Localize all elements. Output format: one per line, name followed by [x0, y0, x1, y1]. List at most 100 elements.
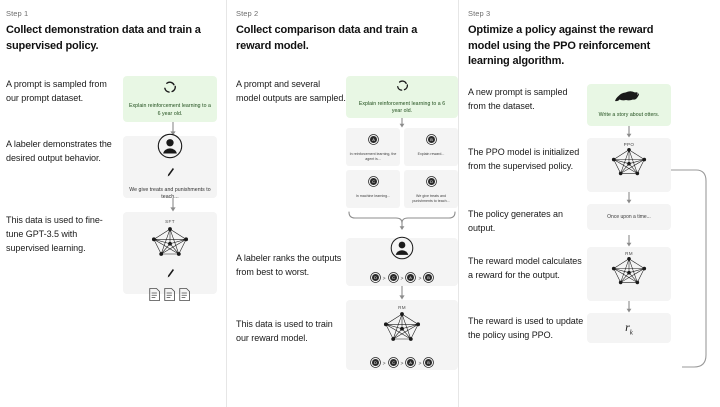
arrow-down: [586, 301, 672, 313]
prompt-card[interactable]: Explain reinforcement learning to a 6 ye…: [123, 76, 217, 123]
step-2-caption-2: A labeler ranks the outputs from best to…: [236, 253, 342, 278]
svg-text:B: B: [430, 138, 433, 142]
output-b-text: Explain reward...: [417, 152, 445, 157]
ranking-row: D > C > A > B: [369, 355, 435, 373]
rank-badge-2: C: [387, 270, 399, 288]
rank-badge-3: A: [405, 355, 417, 373]
step-3-caption-1: A new prompt is sampled from the dataset…: [468, 86, 568, 111]
labeler-card-text: We give treats and punishments to teach.…: [129, 186, 211, 201]
step-3-caption-5: The reward is used to update the policy …: [468, 316, 584, 340]
prompt-card-text: Explain reinforcement learning to a 6 ye…: [129, 103, 211, 117]
person-icon: [157, 133, 183, 164]
recycle-icon: [163, 80, 177, 99]
arrow-down: [586, 125, 672, 138]
step-3-row-5: The reward is used to update the policy …: [468, 313, 720, 344]
ppo-model-card[interactable]: PPO: [587, 137, 671, 192]
step-3-rows: A new prompt is sampled from the dataset…: [468, 83, 720, 344]
prompt-card-text: Explain reinforcement learning to a 6 ye…: [358, 100, 446, 115]
greater-than-sign: >: [418, 276, 422, 283]
column-divider: [226, 0, 227, 407]
pencil-icon: [166, 266, 175, 284]
output-card-b[interactable]: B Explain reward...: [404, 128, 458, 167]
prompt-card[interactable]: Explain reinforcement learning to a 6 ye…: [346, 76, 458, 119]
step-2-art-2: D > C > A > B: [346, 236, 458, 300]
step-1-caption-2: A labeler demonstrates the desired outpu…: [6, 139, 112, 163]
step-2-caption-1: A prompt and several model outputs are s…: [236, 79, 346, 103]
labeler-rank-card[interactable]: D > C > A > B: [346, 236, 458, 288]
step-1-rows: A prompt is sampled from our prompt data…: [6, 76, 226, 302]
step-1-caption-3: This data is used to fine-tune GPT-3.5 w…: [6, 215, 103, 253]
step-2-art-3: RM: [346, 300, 458, 373]
output-c-text: In machine learning...: [355, 194, 391, 199]
step-1-art-3: SFT: [114, 212, 226, 302]
output-card-d[interactable]: D We give treats and punishments to teac…: [404, 170, 458, 209]
labeler-card[interactable]: We give treats and punishments to teach.…: [123, 133, 217, 200]
step-1-label: Step 1: [6, 9, 29, 18]
arrow-down: [586, 191, 672, 204]
rank-badge-1: D: [369, 355, 381, 373]
step-1-art-2: We give treats and punishments to teach.…: [114, 133, 226, 200]
rm-model-card[interactable]: RM: [587, 247, 671, 302]
step-3-art-5: rk: [586, 313, 672, 344]
pencil-icon: [166, 165, 175, 183]
step-1-row-1: A prompt is sampled from our prompt data…: [6, 76, 226, 123]
output-a-text: In reinforcement learning, the agent is.…: [349, 152, 397, 162]
greater-than-sign: >: [418, 361, 422, 368]
reward-card[interactable]: rk: [587, 313, 671, 344]
prompt-card[interactable]: Write a story about otters.: [587, 83, 671, 126]
output-card-a[interactable]: A In reinforcement learning, the agent i…: [346, 128, 400, 167]
greater-than-sign: >: [400, 361, 404, 368]
step-2-row-3: This data is used to train our reward mo…: [236, 300, 458, 373]
arrow-down: [586, 235, 672, 247]
neural-net-icon: [148, 226, 192, 265]
reward-symbol: rk: [625, 320, 633, 336]
rank-badge-4: B: [423, 270, 435, 288]
rm-model-label: RM: [398, 305, 406, 311]
policy-output-card[interactable]: Once upon a time...: [587, 203, 671, 230]
badge-c-icon: C: [367, 174, 379, 192]
column-divider: [458, 0, 459, 407]
step-3-art-4: RM: [586, 247, 672, 302]
sft-model-card[interactable]: SFT: [123, 212, 217, 302]
arrow-down: [398, 118, 406, 128]
sft-model-label: SFT: [165, 219, 175, 225]
neural-net-icon: [380, 311, 424, 350]
step-2-art-1: Explain reinforcement learning to a 6 ye…: [346, 76, 458, 236]
step-2-label: Step 2: [236, 9, 259, 18]
badge-b-icon: B: [425, 132, 437, 150]
step-2-caption-3: This data is used to train our reward mo…: [236, 319, 333, 344]
arrow-down: [114, 198, 232, 212]
policy-output-text: Once upon a time...: [607, 213, 651, 220]
neural-net-icon: [608, 256, 650, 293]
svg-text:D: D: [374, 276, 377, 280]
step-2-title: Collect comparison data and train a rewa…: [236, 24, 418, 52]
step-1-row-3: This data is used to fine-tune GPT-3.5 w…: [6, 212, 226, 302]
step-3-row-4: The reward model calculates a reward for…: [468, 247, 720, 302]
step-3-caption-4: The reward model calculates a reward for…: [468, 256, 582, 280]
step-1-title: Collect demonstration data and train a s…: [6, 24, 201, 52]
arrow-down: [114, 122, 232, 136]
step-1-row-2: A labeler demonstrates the desired outpu…: [6, 133, 226, 200]
step-3-title: Optimize a policy against the reward mod…: [468, 24, 654, 68]
rm-model-card[interactable]: RM: [346, 300, 458, 373]
output-card-c[interactable]: C In machine learning...: [346, 170, 400, 209]
svg-text:B: B: [428, 361, 431, 365]
svg-text:C: C: [372, 180, 375, 184]
documents-icon: [148, 287, 192, 307]
step-3-label: Step 3: [468, 9, 491, 18]
svg-text:C: C: [392, 276, 395, 280]
step-3-caption-3: The policy generates an output.: [468, 208, 563, 233]
person-icon: [390, 236, 414, 265]
recycle-icon: [396, 79, 409, 97]
svg-text:C: C: [392, 361, 395, 365]
svg-text:A: A: [372, 138, 375, 142]
step-3-column: Step 3 Optimize a policy against the rew…: [458, 0, 720, 407]
step-3-art-2: PPO: [586, 137, 672, 192]
arrow-down: [398, 286, 406, 300]
svg-text:A: A: [410, 361, 413, 365]
ranking-row: D > C > A > B: [369, 270, 435, 288]
neural-net-icon: [608, 147, 650, 184]
greater-than-sign: >: [400, 276, 404, 283]
model-outputs-grid: A In reinforcement learning, the agent i…: [346, 128, 458, 209]
